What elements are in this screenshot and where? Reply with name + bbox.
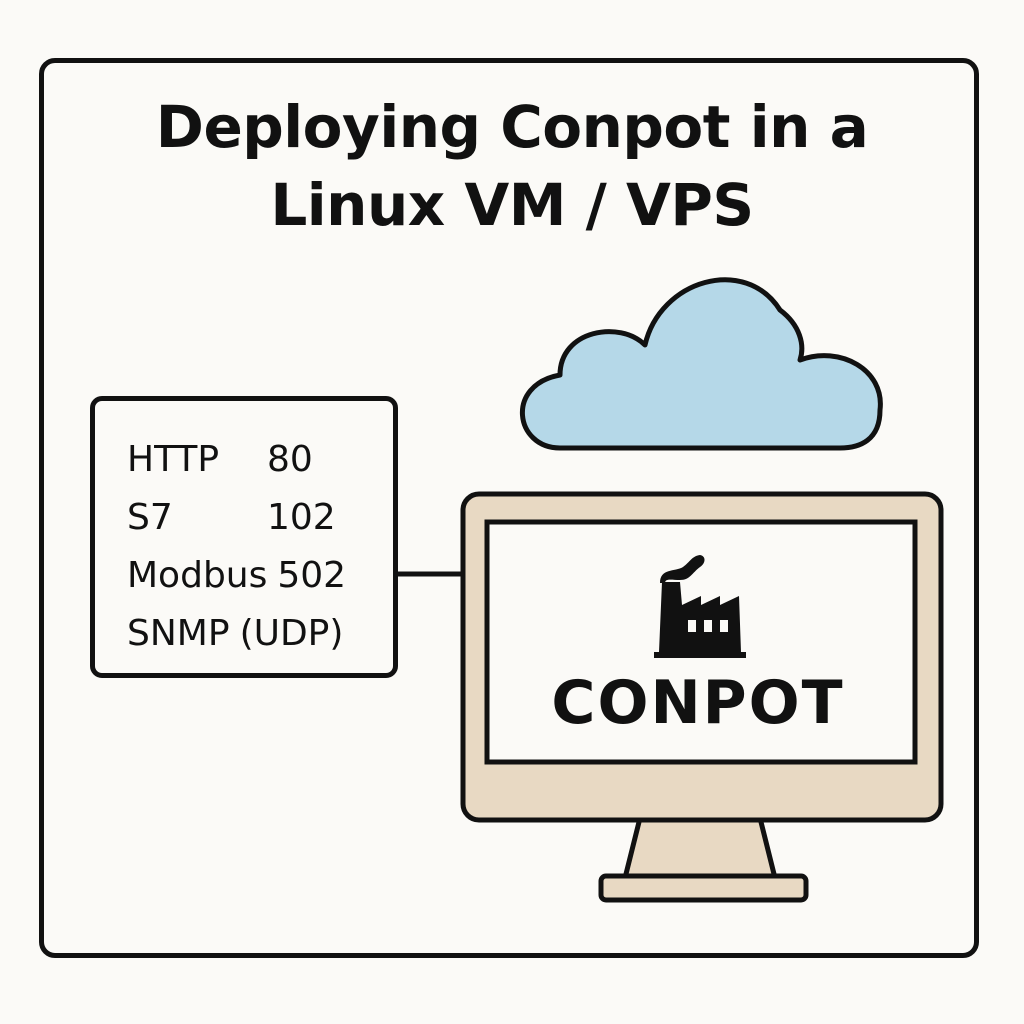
cloud-icon [519, 277, 883, 451]
port-row-s7: S7 102 [127, 489, 393, 547]
conpot-label: CONPOT [551, 668, 845, 738]
port-name: SNMP [127, 613, 230, 654]
port-name: Modbus [127, 555, 268, 596]
port-value: 502 [277, 555, 347, 596]
port-name: HTTP [127, 439, 220, 480]
diagram-frame [39, 58, 979, 958]
factory-icon [654, 555, 746, 658]
title-line-1: Deploying Conpot in a [155, 93, 869, 161]
port-value: 80 [267, 439, 313, 480]
port-value: 102 [267, 497, 336, 538]
port-row-http: HTTP 80 [127, 431, 393, 489]
port-row-snmp: SNMP(UDP) [127, 605, 393, 663]
diagram-title: Deploying Conpot in a Linux VM / VPS [0, 88, 1024, 244]
port-name: S7 [127, 497, 173, 538]
port-value: (UDP) [239, 613, 344, 654]
title-line-2: Linux VM / VPS [270, 171, 754, 239]
